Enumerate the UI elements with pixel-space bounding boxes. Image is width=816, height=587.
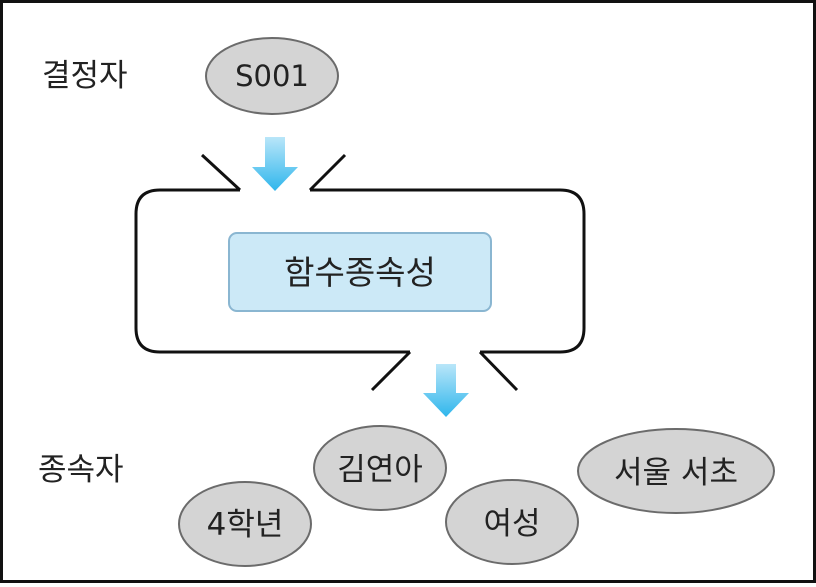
input-arrow	[252, 137, 298, 191]
dependent-grade: 4학년	[207, 507, 284, 543]
determinant-value: S001	[235, 59, 309, 93]
determinant-node: S001	[205, 37, 339, 115]
funnel-line-top-right	[308, 153, 347, 192]
dependent-name: 김연아	[337, 452, 423, 488]
funnel-line-bottom-left	[370, 350, 412, 392]
process-node: 함수종속성	[228, 232, 492, 312]
process-box-outline	[134, 188, 586, 354]
dependent-address: 서울 서초	[614, 455, 738, 491]
dependent-node-gender: 여성	[445, 479, 579, 565]
funnel-line-bottom-right	[478, 350, 519, 392]
dependent-gender: 여성	[483, 506, 540, 542]
funnel-line-top-left	[200, 153, 242, 192]
output-arrow	[423, 364, 469, 417]
dependent-node-grade: 4학년	[178, 481, 312, 567]
dependent-label: 종속자	[38, 452, 124, 488]
determinant-label: 결정자	[42, 58, 128, 94]
dependent-node-address: 서울 서초	[577, 428, 775, 514]
dependent-node-name: 김연아	[313, 425, 447, 511]
process-label: 함수종속성	[284, 253, 436, 292]
